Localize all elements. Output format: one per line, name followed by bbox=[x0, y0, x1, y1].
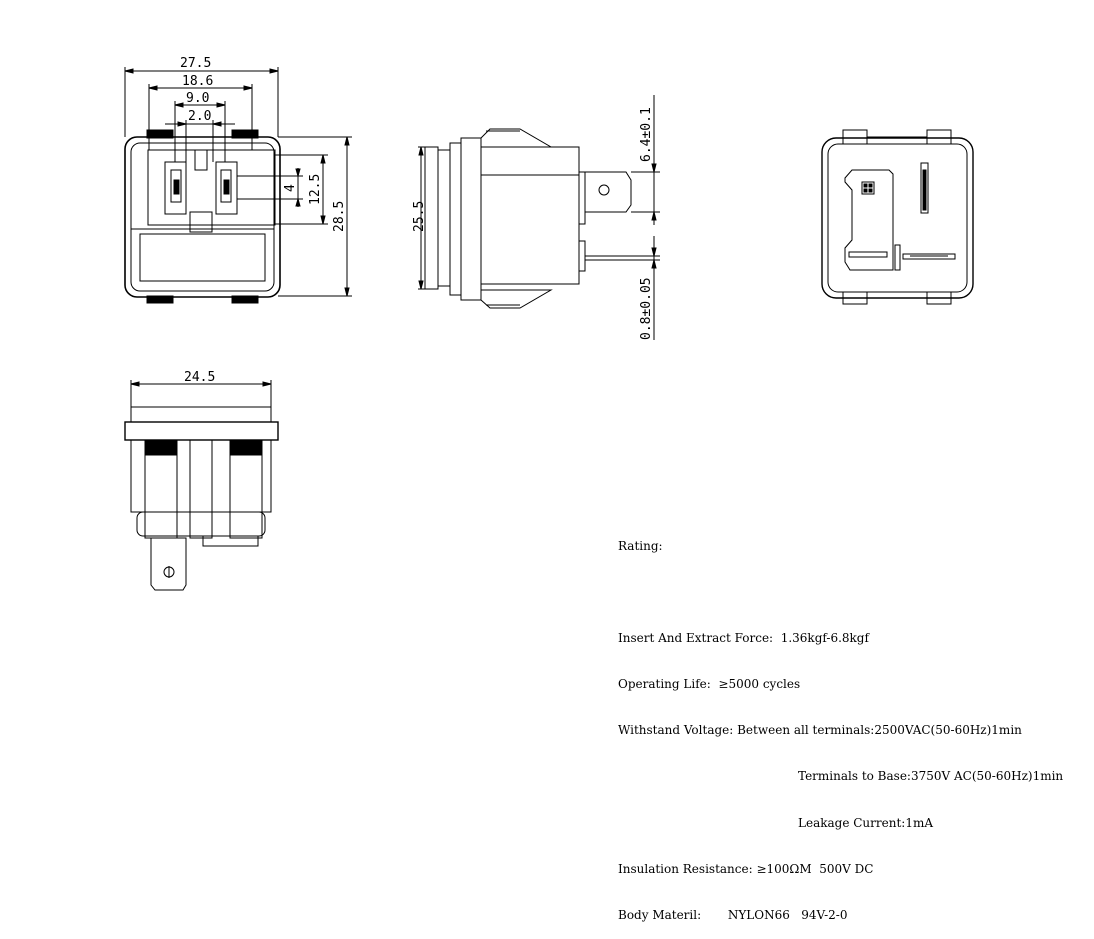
bottom-view bbox=[124, 380, 279, 591]
withstand-voltage-spec: Withstand Voltage: Between all terminals… bbox=[618, 723, 1022, 738]
side-view bbox=[418, 95, 660, 340]
leakage-current-spec: Leakage Current:1mA bbox=[798, 815, 934, 830]
specifications-block: Rating: Insert And Extract Force: 1.36kg… bbox=[618, 508, 1063, 939]
dim-terminal-thickness: 0.8±0.05 bbox=[639, 277, 654, 340]
dim-pin-height: 4 bbox=[283, 184, 298, 192]
rating-label: Rating: bbox=[618, 538, 663, 553]
dim-window-height: 12.5 bbox=[308, 174, 323, 205]
front-view bbox=[124, 67, 352, 304]
dim-terminal-width: 6.4±0.1 bbox=[639, 107, 654, 162]
technical-drawing: 27.5 18.6 9.0 2.0 4 12.5 28.5 25.5 6.4±0… bbox=[124, 56, 974, 591]
rear-view bbox=[821, 129, 974, 305]
dim-body-height: 25.5 bbox=[412, 201, 427, 232]
terminals-to-base-spec: Terminals to Base:3750V AC(50-60Hz)1min bbox=[798, 769, 1064, 784]
dim-bottom-width: 24.5 bbox=[184, 370, 215, 385]
dim-overall-height: 28.5 bbox=[332, 201, 347, 232]
dim-pin-width: 2.0 bbox=[188, 109, 211, 124]
dim-pin-spacing: 9.0 bbox=[186, 91, 209, 106]
dim-inner-width: 18.6 bbox=[182, 74, 213, 89]
dim-overall-width: 27.5 bbox=[180, 56, 211, 71]
body-material-spec: Body Materil: NYLON66 94V-2-0 bbox=[618, 908, 848, 923]
operating-life-spec: Operating Life: ≥5000 cycles bbox=[618, 677, 801, 692]
spacer bbox=[618, 585, 1063, 600]
insert-force-spec: Insert And Extract Force: 1.36kgf-6.8kgf bbox=[618, 630, 869, 645]
insulation-resistance-spec: Insulation Resistance: ≥100ΩM 500V DC bbox=[618, 861, 874, 876]
